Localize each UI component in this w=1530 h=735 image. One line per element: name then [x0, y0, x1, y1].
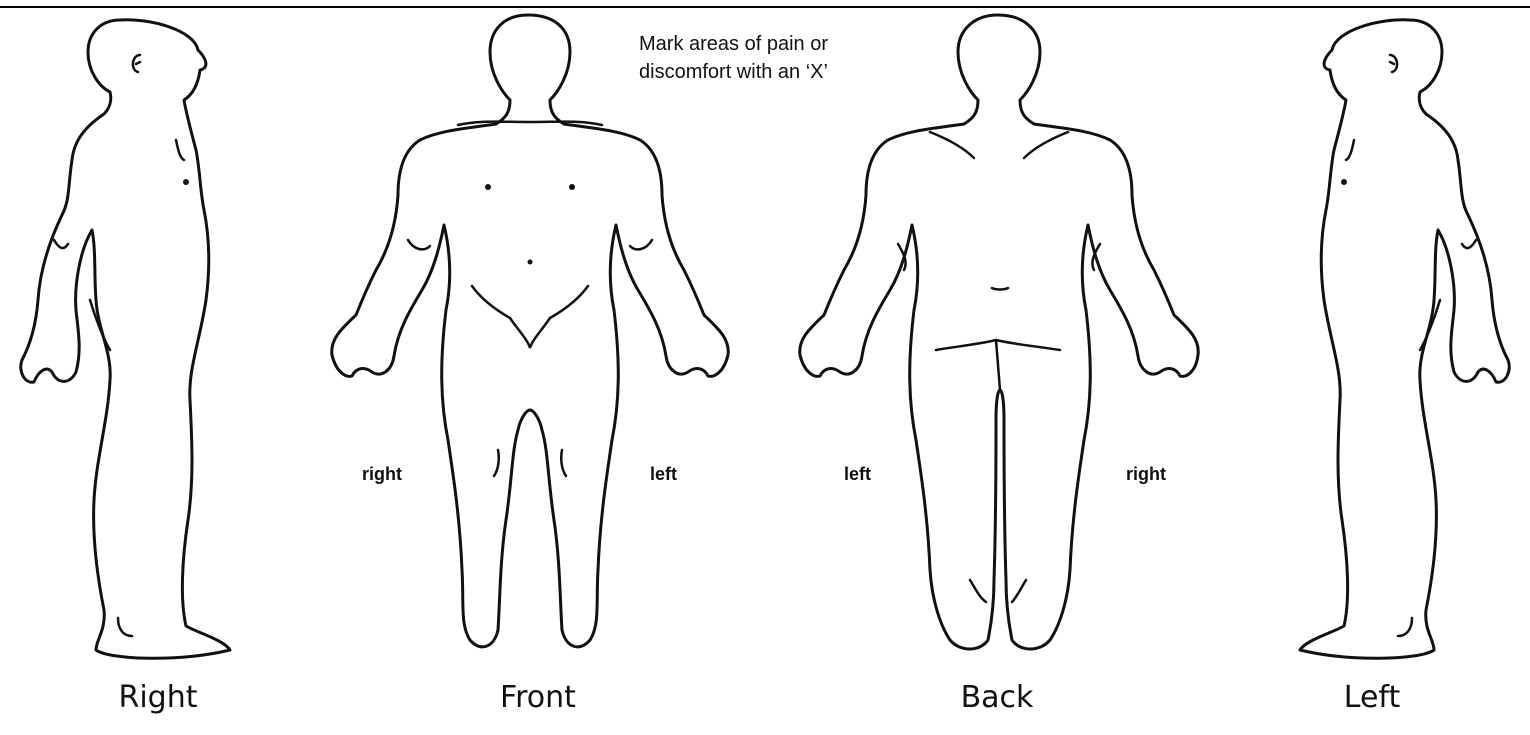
instruction-line-2: discomfort with an ‘X’	[639, 58, 969, 86]
figure-right-side[interactable]	[21, 20, 230, 658]
instruction-text: Mark areas of pain or discomfort with an…	[639, 30, 969, 86]
view-label-left: Left	[1272, 680, 1472, 715]
figure-front[interactable]	[332, 15, 729, 647]
front-right-label: right	[362, 464, 402, 485]
figure-back[interactable]	[800, 15, 1199, 649]
front-left-label: left	[650, 464, 677, 485]
back-right-label: right	[1126, 464, 1166, 485]
view-label-front: Front	[438, 680, 638, 715]
back-left-label: left	[844, 464, 871, 485]
view-label-right: Right	[58, 680, 258, 715]
figure-left-side[interactable]	[1300, 20, 1509, 658]
instruction-line-1: Mark areas of pain or	[639, 30, 969, 58]
view-label-back: Back	[897, 680, 1097, 715]
